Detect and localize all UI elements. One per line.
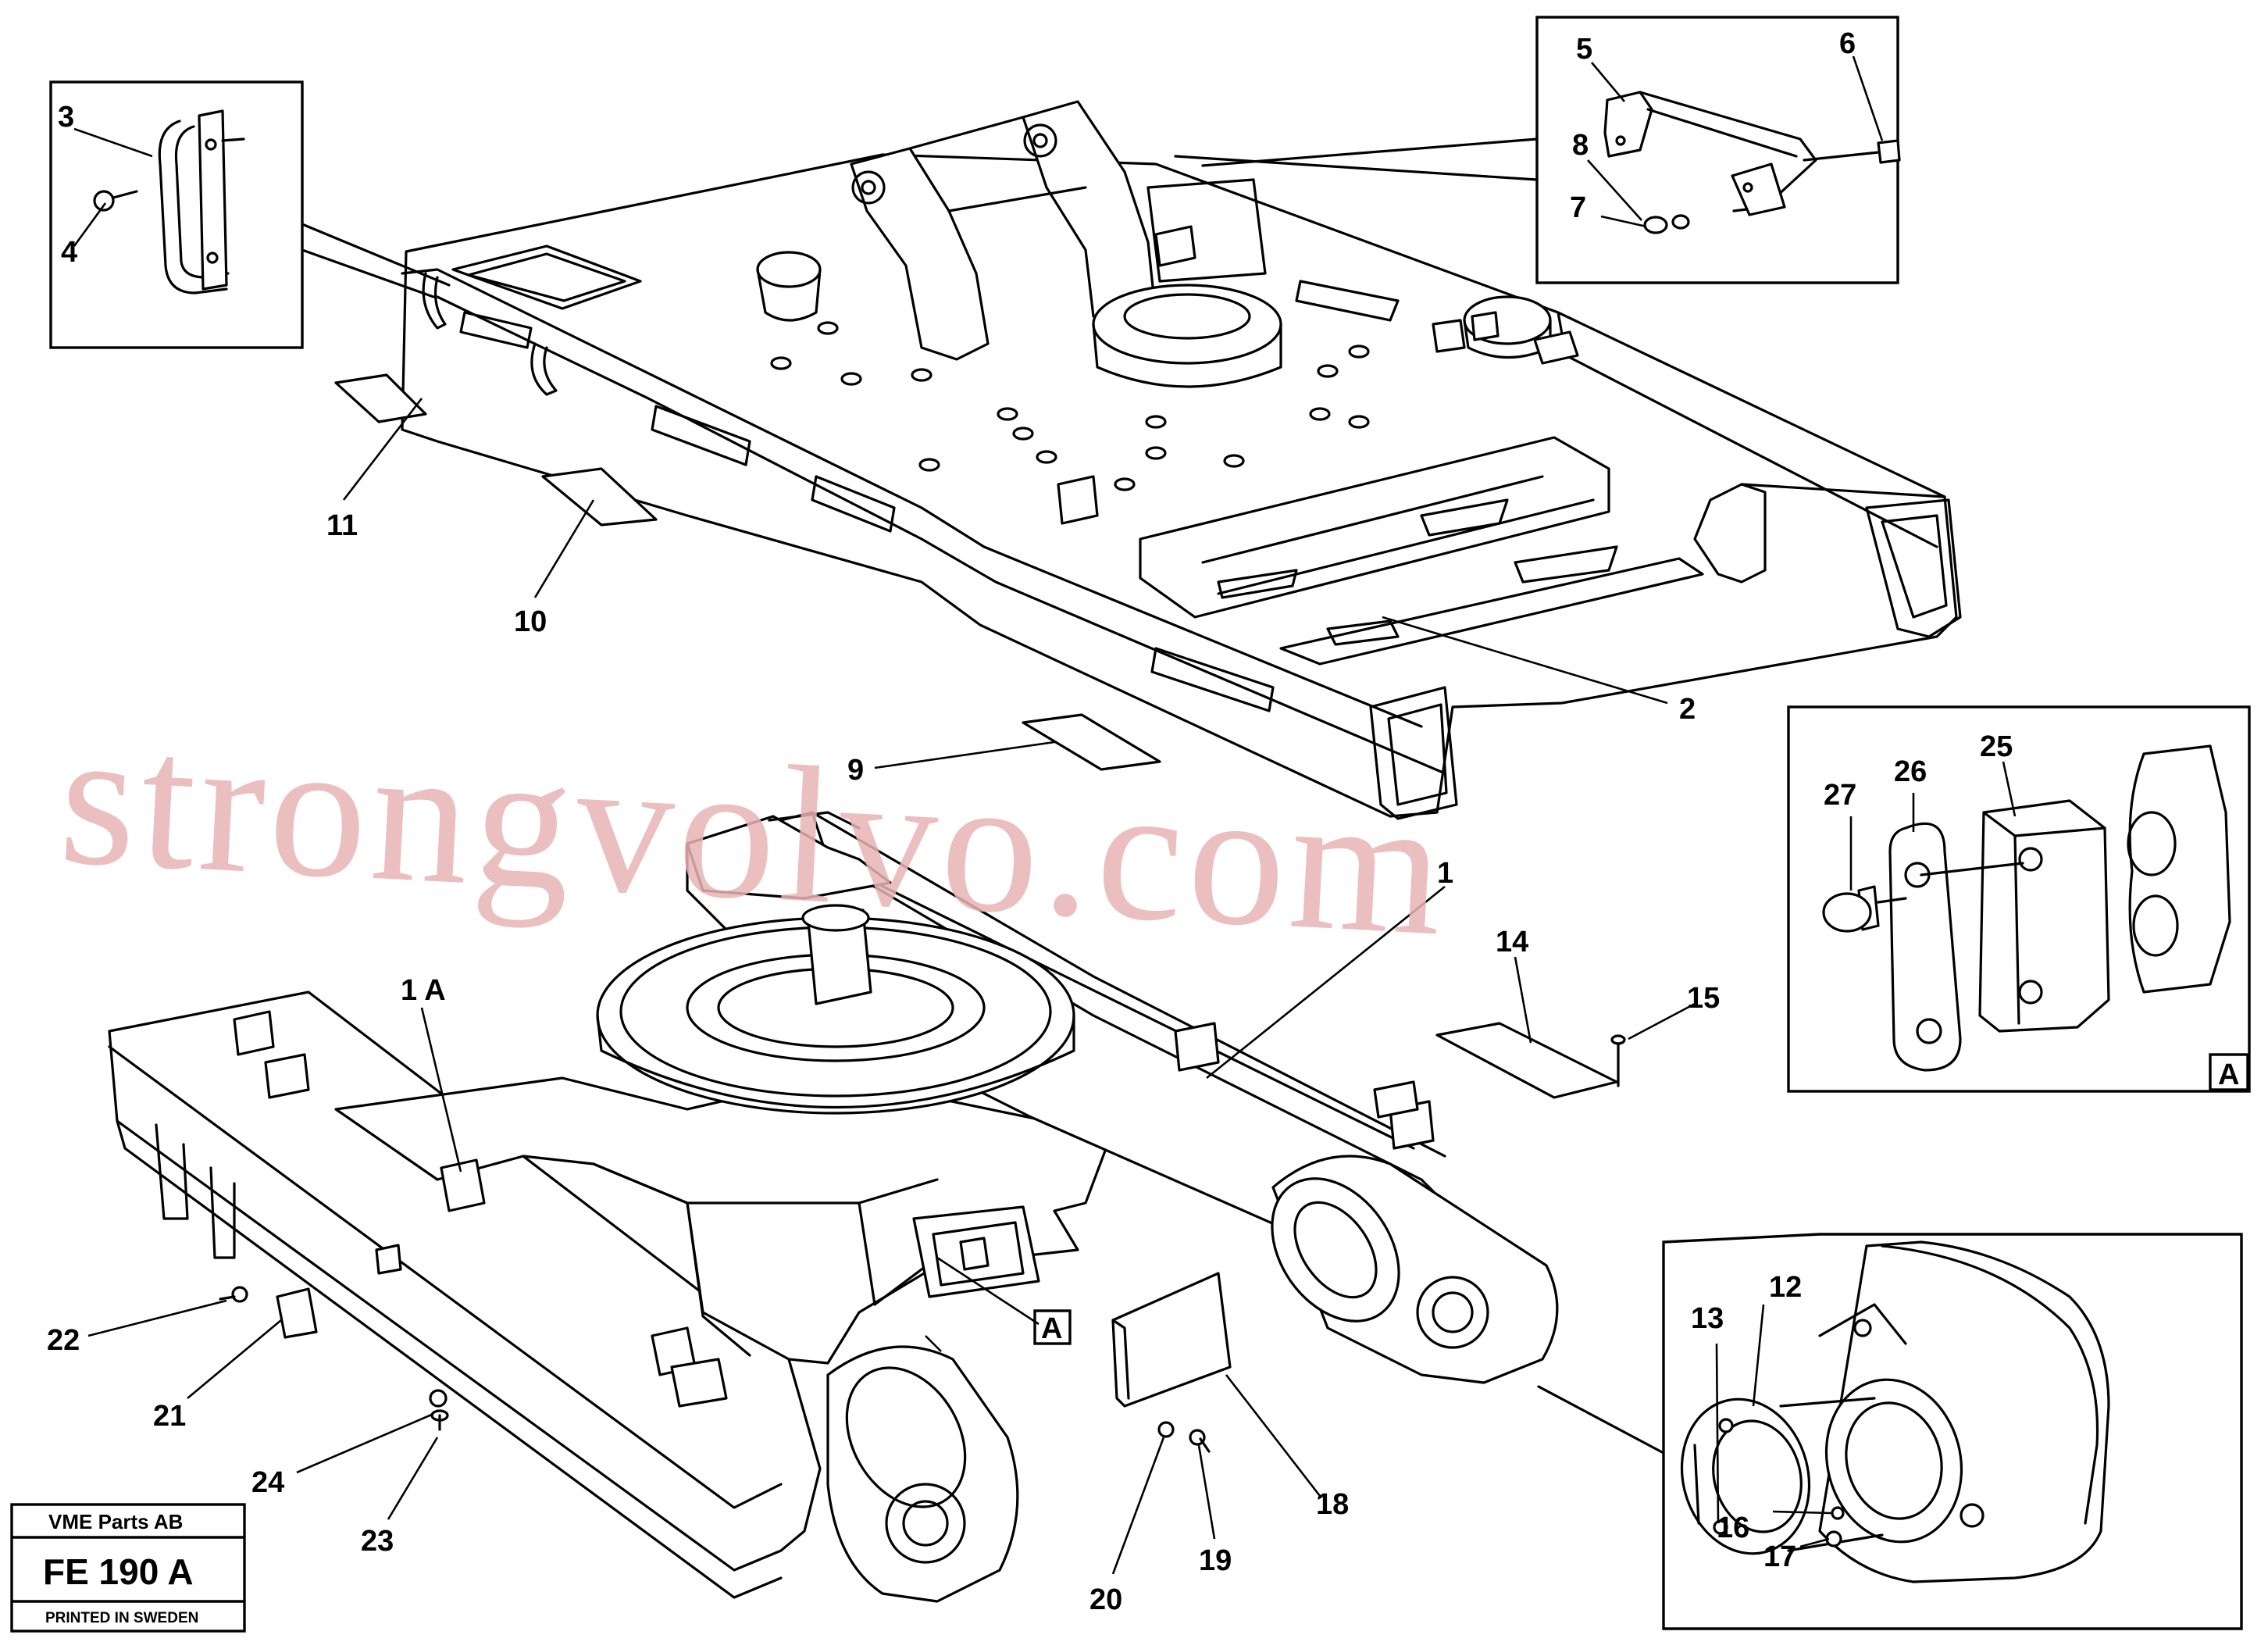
upper-frame	[401, 100, 1962, 820]
callout-25: 25	[1980, 730, 2013, 763]
leader-lines	[73, 55, 2017, 1575]
callout-21: 21	[153, 1400, 186, 1433]
detail-ref-label: A	[1041, 1312, 1062, 1345]
callout-6: 6	[1839, 27, 1856, 60]
detail-handle-right	[1174, 16, 1901, 284]
callout-22: 22	[47, 1324, 80, 1357]
wear-pads	[334, 373, 1161, 771]
detail-handle-left	[49, 80, 451, 349]
cover-plate-18	[1111, 1272, 1232, 1408]
detail-swivel-clamp	[1787, 705, 2251, 1093]
callout-3: 3	[58, 101, 74, 134]
callout-13: 13	[1691, 1302, 1724, 1335]
printed-note: PRINTED IN SWEDEN	[45, 1610, 198, 1626]
callout-16: 16	[1717, 1512, 1749, 1544]
detail-reference-a: A A	[1033, 1058, 2239, 1345]
callout-1: 1	[1437, 857, 1453, 890]
callout-14: 14	[1496, 926, 1528, 958]
title-block: VME Parts AB FE 190 A PRINTED IN SWEDEN	[10, 1503, 246, 1633]
callout-4: 4	[61, 236, 77, 269]
hardware	[219, 1034, 1626, 1431]
callout-23: 23	[361, 1525, 394, 1558]
company-name: VME Parts AB	[48, 1510, 183, 1533]
callout-26: 26	[1894, 755, 1927, 788]
callout-10: 10	[514, 605, 547, 638]
lower-undercarriage	[108, 811, 1559, 1603]
callout-7: 7	[1570, 191, 1586, 224]
callout-8: 8	[1572, 129, 1589, 162]
callout-17: 17	[1763, 1540, 1796, 1573]
callout-20: 20	[1089, 1583, 1122, 1616]
callout-27: 27	[1824, 779, 1856, 812]
detail-frame-label: A	[2218, 1058, 2239, 1091]
callout-labels: 3 4 5 6 8 7 11 10 9 2 1 1 A 14 15 22 21 …	[47, 27, 2013, 1616]
callout-9: 9	[847, 754, 864, 787]
callout-1a: 1 A	[401, 974, 446, 1007]
watermark: strongvolvo.com	[55, 688, 1453, 977]
callout-2: 2	[1679, 693, 1696, 726]
plate-14	[1435, 1022, 1618, 1099]
callout-18: 18	[1316, 1488, 1349, 1521]
callout-19: 19	[1199, 1544, 1232, 1577]
callout-24: 24	[251, 1466, 284, 1499]
callout-12: 12	[1769, 1271, 1802, 1304]
callout-11: 11	[326, 509, 358, 542]
callout-5: 5	[1576, 33, 1592, 66]
drawing-code: FE 190 A	[43, 1551, 194, 1592]
detail-track-hub	[1537, 1233, 2243, 1630]
callout-15: 15	[1687, 982, 1720, 1015]
